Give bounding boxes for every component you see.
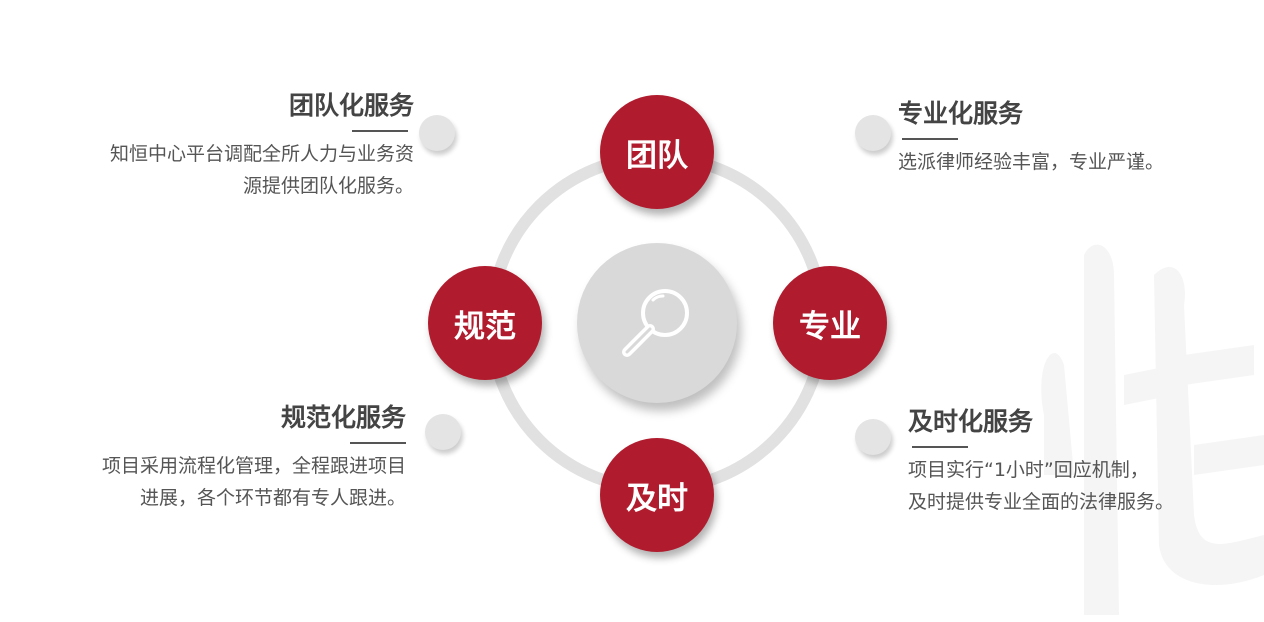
block-desc: 及时提供专业全面的法律服务。: [908, 491, 1175, 513]
watermark: [1024, 215, 1264, 622]
divider: [902, 138, 958, 140]
search-icon: [622, 289, 689, 357]
divider: [352, 130, 408, 132]
block-desc: 进展，各个环节都有专人跟进。: [139, 487, 406, 509]
block-standard: 规范化服务 项目采用流程化管理，全程跟进项目 进展，各个环节都有专人跟进。: [102, 398, 406, 514]
node-label: 及时: [626, 480, 688, 517]
block-desc: 知恒中心平台调配全所人力与业务资: [109, 143, 414, 165]
divider: [350, 442, 406, 444]
bullet-dot: [425, 414, 461, 450]
divider: [912, 446, 968, 448]
node-label: 专业: [799, 308, 861, 345]
center-circle: [577, 243, 737, 403]
block-desc: 源提供团队化服务。: [242, 175, 414, 197]
block-desc: 项目采用流程化管理，全程跟进项目: [101, 455, 406, 477]
node-professional: 专业: [773, 266, 887, 380]
block-title: 专业化服务: [898, 99, 1024, 128]
block-professional: 专业化服务 选派律师经验丰富，专业严谨。: [898, 94, 1164, 178]
node-standard: 规范: [428, 266, 542, 380]
block-desc: 项目实行“1小时”回应机制，: [908, 459, 1149, 481]
block-title: 及时化服务: [908, 407, 1034, 436]
block-team: 团队化服务 知恒中心平台调配全所人力与业务资 源提供团队化服务。: [110, 86, 414, 202]
bullet-dot: [855, 419, 891, 455]
node-team: 团队: [600, 95, 714, 209]
bullet-dot: [419, 115, 455, 151]
watermark-glyph: [1041, 244, 1264, 615]
node-label: 规范: [454, 308, 516, 345]
node-label: 团队: [626, 137, 688, 174]
block-title: 规范化服务: [280, 403, 406, 432]
node-timely: 及时: [600, 438, 714, 552]
block-title: 团队化服务: [288, 91, 414, 120]
block-timely: 及时化服务 项目实行“1小时”回应机制， 及时提供专业全面的法律服务。: [908, 402, 1174, 518]
block-desc: 选派律师经验丰富，专业严谨。: [898, 151, 1165, 173]
bullet-dot: [855, 115, 891, 151]
